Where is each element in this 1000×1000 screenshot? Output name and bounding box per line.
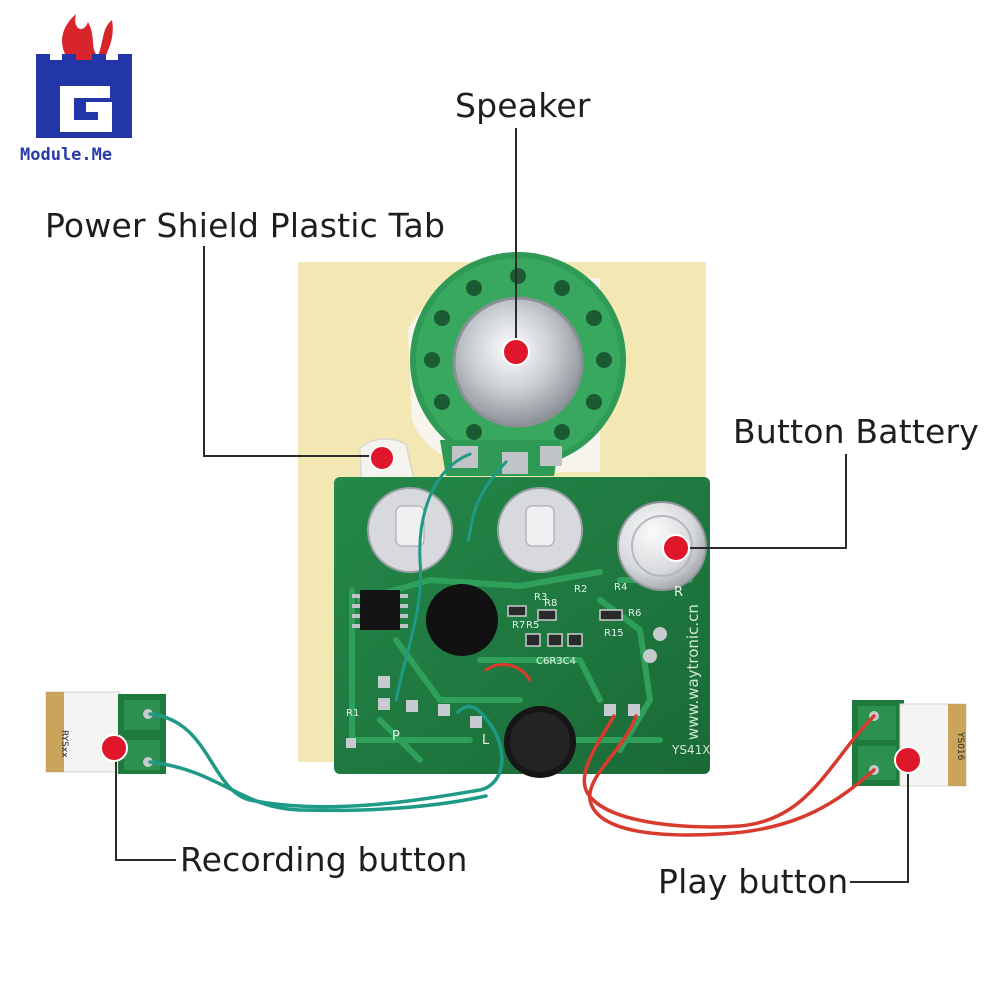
pcb-board: www.waytronic.cn YS41X P L R R1 R3 R7 R5… [334, 477, 710, 778]
button-battery [617, 501, 707, 591]
board-c6r3c4: C6R3C4 [536, 656, 576, 667]
record-wire [148, 704, 504, 809]
play-leader [850, 760, 909, 883]
leader-lines [115, 128, 909, 883]
rec-pcb-label: RYSxx [59, 730, 69, 758]
tab-leader [203, 246, 380, 457]
board-p: P [392, 729, 400, 744]
board-r1: R1 [346, 708, 359, 719]
board-r6: R6 [628, 608, 641, 619]
board-r3: R3 [534, 592, 547, 603]
tab-marker [369, 445, 395, 471]
microphone [504, 706, 576, 778]
ic-chip [360, 590, 400, 630]
markers [100, 338, 922, 774]
board-l: L [482, 733, 490, 748]
speaker-label: Speaker [455, 86, 591, 125]
speaker-marker [502, 338, 530, 366]
play-pcb-label: YS016 [955, 731, 965, 761]
wires [148, 452, 876, 837]
board-r5: R5 [526, 620, 539, 631]
board-r15: R15 [604, 628, 624, 639]
board-r: R [674, 585, 683, 600]
brand-name: Module.Me [20, 145, 112, 165]
board-model: YS41X [671, 743, 710, 757]
board-r8: R8 [544, 598, 557, 609]
battery-holder [367, 487, 583, 573]
play-wire [582, 714, 876, 829]
board-website: www.waytronic.cn [684, 604, 702, 740]
board-r4: R4 [614, 582, 627, 593]
cob-chip [426, 584, 498, 656]
battery-leader [676, 454, 847, 549]
play-button-label: Play button [658, 862, 849, 901]
recording-button-label: Recording button [180, 840, 468, 879]
play-marker [894, 746, 922, 774]
recording-button-board: RYSxx [45, 691, 166, 774]
record-marker [100, 734, 128, 762]
board-r2: R2 [574, 584, 587, 595]
battery-marker [662, 534, 690, 562]
power-tab-label: Power Shield Plastic Tab [45, 206, 446, 245]
brand-logo [36, 14, 132, 138]
speaker-wire [394, 452, 472, 702]
play-button-board: YS016 [852, 700, 967, 787]
battery-label: Button Battery [733, 412, 979, 451]
board-r7r5: R7 [512, 620, 525, 631]
record-leader [115, 750, 176, 861]
